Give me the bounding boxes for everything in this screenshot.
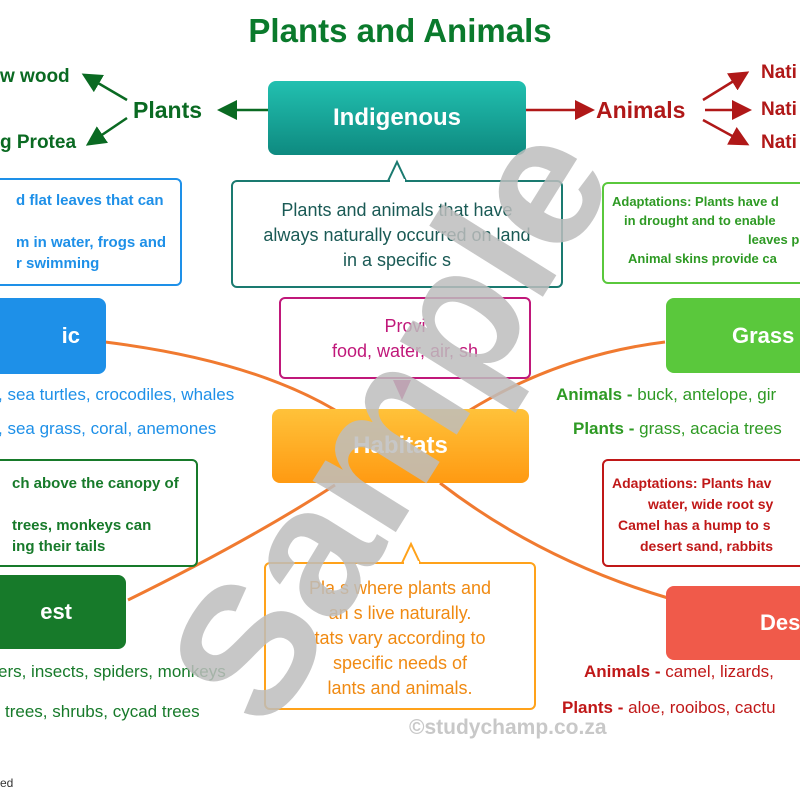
grassland-info-line-3: leaves p [748, 232, 800, 247]
arrow-animals-down [702, 118, 750, 146]
forest-info-line-4: ing their tails [12, 538, 106, 555]
desert-info-line-2: water, wide root sy [648, 496, 774, 512]
curve-forest [127, 483, 336, 602]
forest-label: est [40, 599, 72, 624]
arrow-animals-up [702, 71, 750, 102]
forest-plants: trees, shrubs, cycad trees [5, 702, 200, 721]
plant-example-2: g Protea [0, 132, 77, 153]
habitats-label: Habitats [353, 432, 448, 459]
desert-animals-row: Animals - camel, lizards, [584, 662, 774, 682]
aquatic-label: ic [61, 323, 80, 348]
desert-label: Des [760, 610, 800, 635]
desert-animals: camel, lizards, [660, 662, 774, 681]
grassland-info-line-2: in drought and to enable [624, 213, 776, 228]
grassland-plants-label: Plants - [573, 419, 635, 438]
indigenous-definition: Plants and animals that have always natu… [231, 180, 563, 288]
desert-info-line-4: desert sand, rabbits [640, 538, 774, 554]
animals-label: Animals [596, 97, 686, 123]
curve-desert [439, 481, 669, 600]
aquatic-animals: , sea turtles, crocodiles, whales [0, 385, 235, 404]
footer-text: ed [0, 776, 14, 790]
animal-example-2: Nati [761, 99, 797, 120]
animal-example-3: Nati [761, 132, 797, 153]
curve-aquatic [104, 340, 336, 412]
definition-bubble-tail [387, 159, 407, 182]
arrow-plants-up [81, 73, 128, 102]
desert-plants: aloe, rooibos, cactu [623, 698, 776, 717]
definition-line-2: always naturally occurred on land [263, 225, 531, 245]
desert-info-box: Adaptations: Plants hav water, wide root… [602, 459, 800, 567]
arrow-plants-down [85, 116, 128, 146]
grassland-node: Grass [666, 298, 800, 373]
forest-animals: ers, insects, spiders, monkeys [0, 662, 226, 681]
aquatic-plants: , sea grass, coral, anemones [0, 419, 217, 438]
forest-info-box: ch above the canopy of trees, monkeys ca… [0, 459, 198, 567]
grassland-animals-label: Animals - [556, 385, 633, 404]
plant-example-1: w wood [0, 66, 70, 87]
grassland-animals-row: Animals - buck, antelope, gir [556, 385, 776, 405]
habitats-definition: Pla s where plants and an s live natural… [264, 562, 536, 710]
habitats-def-line-3: tats vary according to [314, 628, 486, 648]
aquatic-info-line-2 [16, 211, 180, 232]
provides-line-2: food, water, air, sh [331, 341, 479, 361]
forest-node: est [0, 575, 126, 649]
forest-info-line-2 [12, 494, 196, 515]
habitats-def-line-2: an s live naturally. [328, 603, 472, 623]
definition-line-3: in a specific s [342, 250, 452, 270]
aquatic-info-box: d flat leaves that can m in water, frogs… [0, 178, 182, 286]
aquatic-info-line-1: d flat leaves that can [16, 192, 164, 209]
aquatic-info-line-3: m in water, frogs and [16, 234, 167, 251]
habitats-bubble-tail [401, 541, 421, 564]
aquatic-node: ic [0, 298, 106, 374]
forest-info-line-1: ch above the canopy of [12, 475, 179, 492]
provides-box: Provi food, water, air, sh [279, 297, 531, 379]
grassland-label: Grass [732, 322, 795, 348]
desert-node: Des [666, 586, 800, 660]
definition-line-1: Plants and animals that have [281, 200, 513, 220]
indigenous-label: Indigenous [333, 104, 461, 131]
grassland-plants: grass, acacia trees [634, 419, 782, 438]
animal-example-1: Nati [761, 62, 797, 83]
habitats-node: Habitats [272, 409, 529, 483]
forest-info-line-3: trees, monkeys can [12, 517, 152, 534]
grassland-info-line-1: Adaptations: Plants have d [612, 194, 779, 209]
curve-grassland [469, 340, 666, 412]
desert-plants-row: Plants - aloe, rooibos, cactu [562, 698, 776, 718]
indigenous-node: Indigenous [268, 81, 526, 155]
desert-animals-label: Animals - [584, 662, 661, 681]
grassland-info-box: Adaptations: Plants have d in drought an… [602, 182, 800, 284]
desert-plants-label: Plants - [562, 698, 624, 717]
grassland-info-line-4: Animal skins provide ca [628, 251, 777, 266]
grassland-animals: buck, antelope, gir [632, 385, 777, 404]
habitats-def-line-4: specific needs of [332, 653, 468, 673]
plants-label: Plants [133, 97, 203, 123]
habitats-def-line-5: lants and animals. [327, 678, 473, 698]
habitats-def-line-1: Pla s where plants and [308, 578, 492, 598]
provides-line-1: Provi [384, 316, 426, 336]
grassland-plants-row: Plants - grass, acacia trees [573, 419, 782, 439]
page-title: Plants and Animals [248, 12, 552, 49]
copyright-text: ©studychamp.co.za [409, 716, 607, 739]
provides-arrow [393, 380, 411, 400]
desert-info-line-3: Camel has a hump to s [618, 517, 771, 533]
aquatic-info-line-4: r swimming [16, 255, 100, 272]
desert-info-line-1: Adaptations: Plants hav [612, 475, 772, 491]
